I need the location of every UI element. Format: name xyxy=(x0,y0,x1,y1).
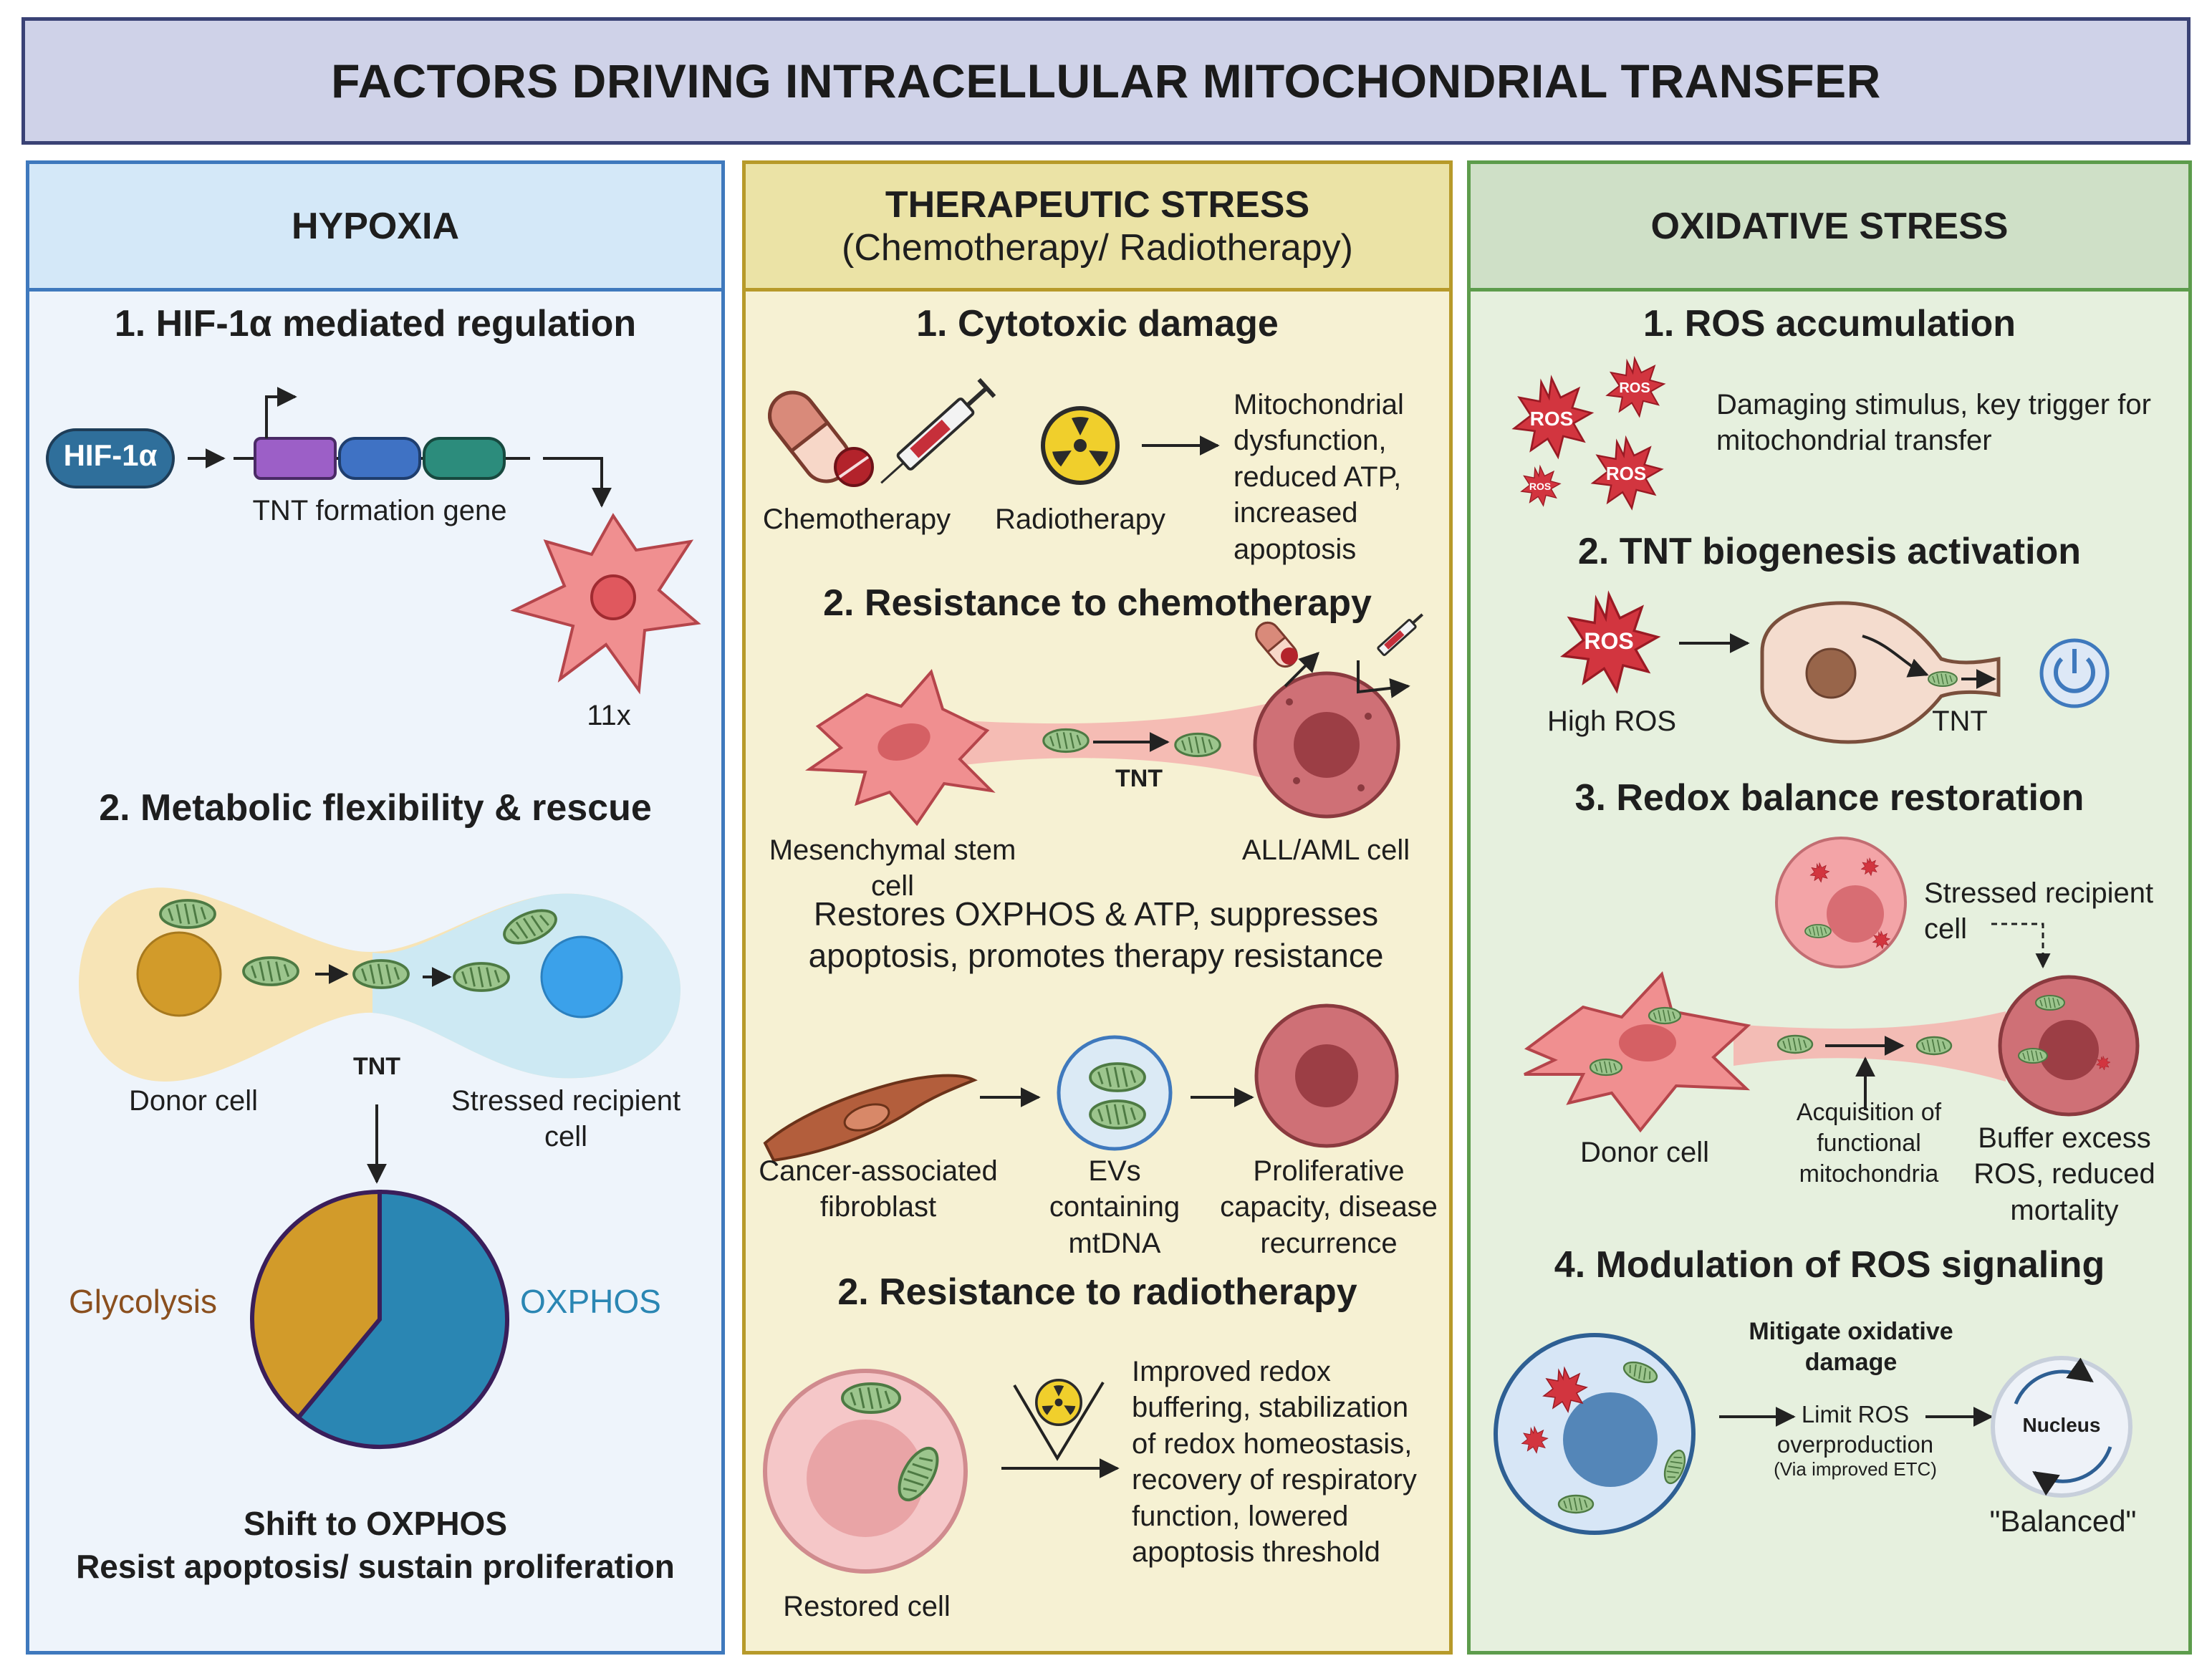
balanced-label: "Balanced" xyxy=(1989,1504,2137,1538)
oxphos-legend: OXPHOS xyxy=(520,1283,661,1320)
tnt-biogenesis-diagram: ROS xyxy=(1562,593,2110,744)
shift-to-oxphos-text: Shift to OXPHOS xyxy=(244,1505,507,1542)
ros-cluster: ROS ROS ROS ROS xyxy=(1513,357,1665,509)
oxidative-donor-label: Donor cell xyxy=(1579,1137,1710,1168)
hypoxia-header-label: HYPOXIA xyxy=(291,205,460,247)
restores-oxphos-text: Restores OXPHOS & ATP, suppresses apopto… xyxy=(808,895,1384,974)
oxidative-section3-title: 3. Redox balance restoration xyxy=(1574,777,2084,819)
glycolysis-legend: Glycolysis xyxy=(69,1283,218,1320)
page-title: FACTORS DRIVING INTRACELLULAR MITOCHONDR… xyxy=(21,17,2191,145)
oxidative-section2-title: 2. TNT biogenesis activation xyxy=(1577,531,2082,572)
therapeutic-section2-title: 2. Resistance to chemotherapy xyxy=(823,582,1372,624)
ros-signaling-diagram xyxy=(1494,1333,2132,1535)
hypoxia-header: HYPOXIA xyxy=(29,164,721,292)
fold-change-label: 11x xyxy=(587,700,631,731)
therapeutic-header: THERAPEUTIC STRESS (Chemotherapy/ Radiot… xyxy=(746,164,1449,292)
stressed-recipient-label: Stressed recipient cell xyxy=(1924,877,2154,945)
buffer-ros-label: Buffer excess ROS, reduced mortality xyxy=(1973,1122,2155,1226)
msc-to-aml-diagram xyxy=(804,613,1424,827)
oxphos-slice xyxy=(295,1189,509,1449)
hif-gene-diagram xyxy=(46,387,701,695)
therapeutic-subheader: (Chemotherapy/ Radiotherapy) xyxy=(842,226,1353,269)
cytotoxic-icons xyxy=(768,377,1220,487)
donor-recipient-diagram xyxy=(79,887,681,1184)
tnt-gene-label: TNT formation gene xyxy=(252,495,507,526)
msc-label: Mesenchymal stem cell xyxy=(769,834,1016,902)
therapeutic-section3-title: 2. Resistance to radiotherapy xyxy=(837,1271,1357,1313)
donor-cell-label: Donor cell xyxy=(128,1085,259,1117)
glycolysis-slice xyxy=(250,1189,382,1421)
stressed-recipient-label: Stressed recipient cell xyxy=(451,1085,681,1153)
caf-ev-diagram xyxy=(763,1003,1399,1162)
etc-label: (Via improved ETC) xyxy=(1774,1458,1937,1480)
evs-label: EVs containing mtDNA xyxy=(1049,1155,1180,1259)
chemotherapy-label: Chemotherapy xyxy=(762,504,951,535)
redox-balance-diagram xyxy=(1524,837,2140,1133)
therapeutic-header-label: THERAPEUTIC STRESS xyxy=(885,183,1310,226)
oxidative-tnt-label: TNT xyxy=(1932,706,1988,737)
mitigate-label: Mitigate oxidative damage xyxy=(1749,1318,1953,1376)
ros-badge: ROS xyxy=(1606,463,1646,484)
caf-label: Cancer-associated fibroblast xyxy=(759,1155,998,1223)
hypoxia-tnt-label: TNT xyxy=(352,1053,401,1080)
oxidative-header-label: OXIDATIVE STRESS xyxy=(1650,205,2009,247)
radiotherapy-label: Radiotherapy xyxy=(995,504,1165,535)
hypoxia-section1-title: 1. HIF-1α mediated regulation xyxy=(114,303,637,345)
ros-badge: ROS xyxy=(1584,628,1633,654)
oxidative-section4-title: 4. Modulation of ROS signaling xyxy=(1554,1244,2105,1286)
therapeutic-tnt-label: TNT xyxy=(1115,765,1163,792)
cytotoxic-outcome-text: Mitochondrial dysfunction, reduced ATP, … xyxy=(1234,389,1404,565)
limit-ros-label: Limit ROS overproduction xyxy=(1776,1401,1934,1458)
hif-label: HIF-1α xyxy=(63,438,158,472)
metabolism-pie-chart xyxy=(250,1189,509,1449)
nucleus-label: Nucleus xyxy=(2022,1414,2101,1436)
ros-accumulation-text: Damaging stimulus, key trigger for mitoc… xyxy=(1716,389,2151,457)
therapeutic-section1-title: 1. Cytotoxic damage xyxy=(916,303,1279,345)
resist-apoptosis-text: Resist apoptosis/ sustain proliferation xyxy=(76,1548,675,1585)
aml-cell-label: ALL/AML cell xyxy=(1241,834,1410,866)
redox-outcome-text: Improved redox buffering, stabilization … xyxy=(1132,1356,1417,1568)
ros-badge: ROS xyxy=(1529,481,1551,492)
proliferative-label: Proliferative capacity, disease recurren… xyxy=(1220,1155,1438,1259)
oxidative-header: OXIDATIVE STRESS xyxy=(1471,164,2188,292)
high-ros-label: High ROS xyxy=(1547,706,1677,737)
hypoxia-section2-title: 2. Metabolic flexibility & rescue xyxy=(99,787,652,829)
acquisition-label: Acquisition of functional mitochondria xyxy=(1796,1099,1942,1188)
ros-badge: ROS xyxy=(1619,380,1650,396)
restored-cell-label: Restored cell xyxy=(783,1591,951,1622)
ros-badge: ROS xyxy=(1530,408,1574,430)
oxidative-section1-title: 1. ROS accumulation xyxy=(1643,303,2016,345)
restored-cell-diagram xyxy=(763,1369,1120,1574)
